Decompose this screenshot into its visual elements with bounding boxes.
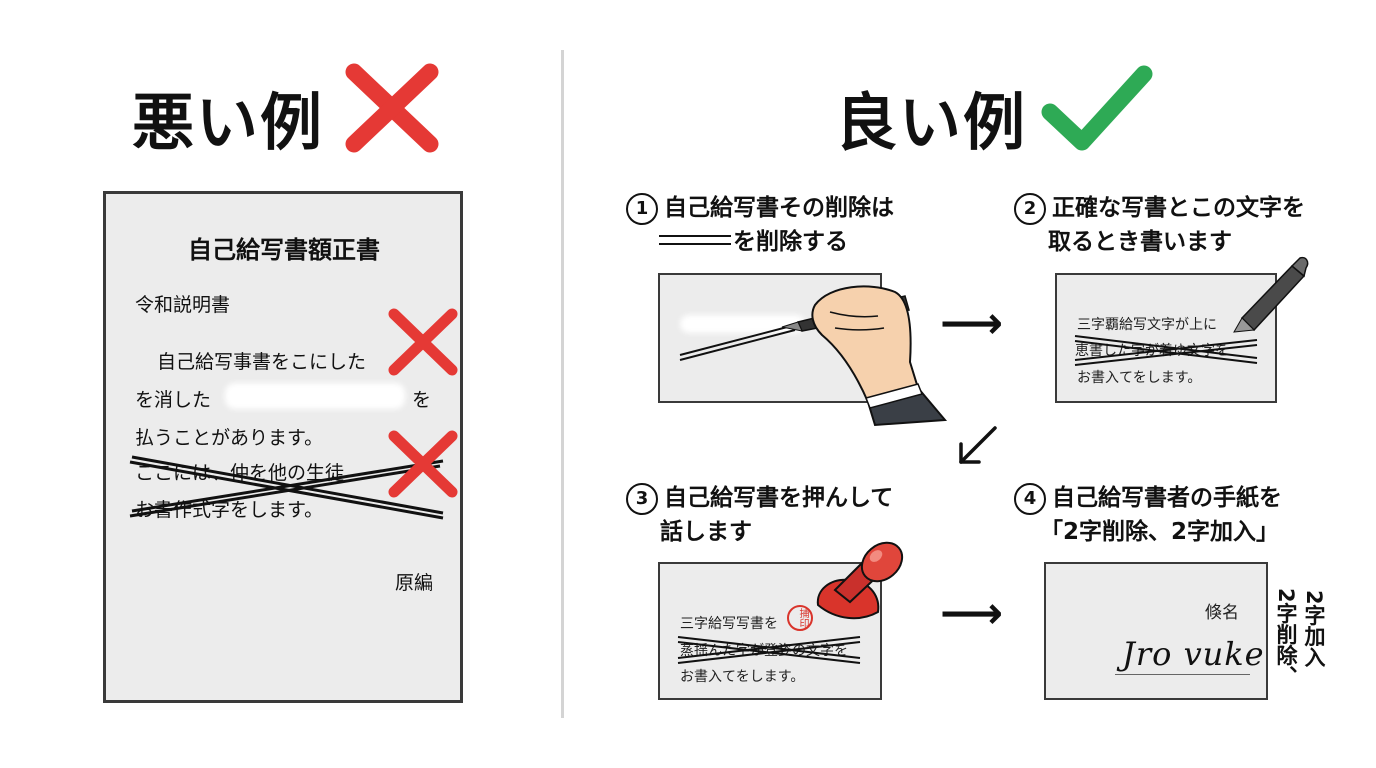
bad-doc-line-2-end: を	[412, 389, 432, 411]
arrow-right-icon-2: ⟶	[940, 588, 1004, 639]
step-4-box	[1044, 562, 1268, 700]
step-4-title-line-2: 「2字削除、2字加入」	[1040, 519, 1280, 545]
bad-doc-line-1: 自己給写事書をこにした	[157, 351, 367, 373]
bad-doc-title: 自己給写書額正書	[188, 236, 380, 264]
handwritten-signature: Jro vuke	[1122, 635, 1265, 673]
bad-doc-subtitle: 令和説明書	[135, 294, 231, 316]
step-2-box-line-1: 三字覇給写文字が上に	[1077, 317, 1217, 333]
step-4-number: 4	[1014, 483, 1046, 515]
small-cross-icon-1	[388, 308, 458, 376]
correction-fluid-smear	[225, 383, 405, 409]
step-4-box-label: 倏名	[1205, 603, 1239, 623]
bad-example-heading: 悪い例	[132, 86, 325, 159]
step-3-box-line-1: 三字給写写書を	[680, 616, 778, 632]
step-2-number: 2	[1014, 193, 1046, 225]
bad-doc-line-5: お書作式字をします。	[135, 499, 324, 521]
pen-hand-icon	[781, 285, 948, 427]
step-2-title-line-2: 取るとき書います	[1048, 229, 1232, 255]
stamp-icon	[816, 541, 904, 620]
arrow-down-left-icon	[959, 426, 997, 464]
good-example-heading: 良い例	[835, 86, 1028, 159]
seal-impression: 捕印	[787, 605, 813, 631]
bad-doc-signature: 原編	[395, 572, 434, 594]
side-note-delete: 2字削除、	[1274, 588, 1298, 687]
center-divider	[561, 50, 564, 718]
bad-doc-line-3: 払うことがあります。	[135, 427, 324, 449]
check-mark-icon	[1041, 65, 1153, 151]
step-3-title-line-2: 話します	[660, 519, 752, 545]
step-3-strike-lines	[677, 636, 861, 664]
step-1-double-line	[679, 324, 796, 361]
step-2-strike-lines	[1074, 335, 1258, 366]
step-3-number: 3	[626, 483, 658, 515]
step-1-smear	[680, 315, 805, 333]
signature-line	[1115, 674, 1250, 675]
side-note-add: 2字加入	[1302, 590, 1326, 668]
double-line-mark	[659, 235, 731, 245]
step-2-box-line-3: お書入てをします。	[1077, 370, 1202, 386]
step-1-title-line-2: を削除する	[733, 229, 848, 255]
step-1-number: 1	[626, 193, 658, 225]
arrow-right-icon-1: ⟶	[940, 298, 1004, 349]
small-cross-icon-2	[388, 430, 458, 498]
bad-doc-line-2-start: を消した	[135, 389, 212, 411]
step-3-box-line-3: お書入てをします。	[680, 669, 805, 685]
pen-icon	[1233, 256, 1309, 333]
scratch-lines	[129, 455, 444, 520]
cross-mark-icon	[345, 63, 439, 153]
